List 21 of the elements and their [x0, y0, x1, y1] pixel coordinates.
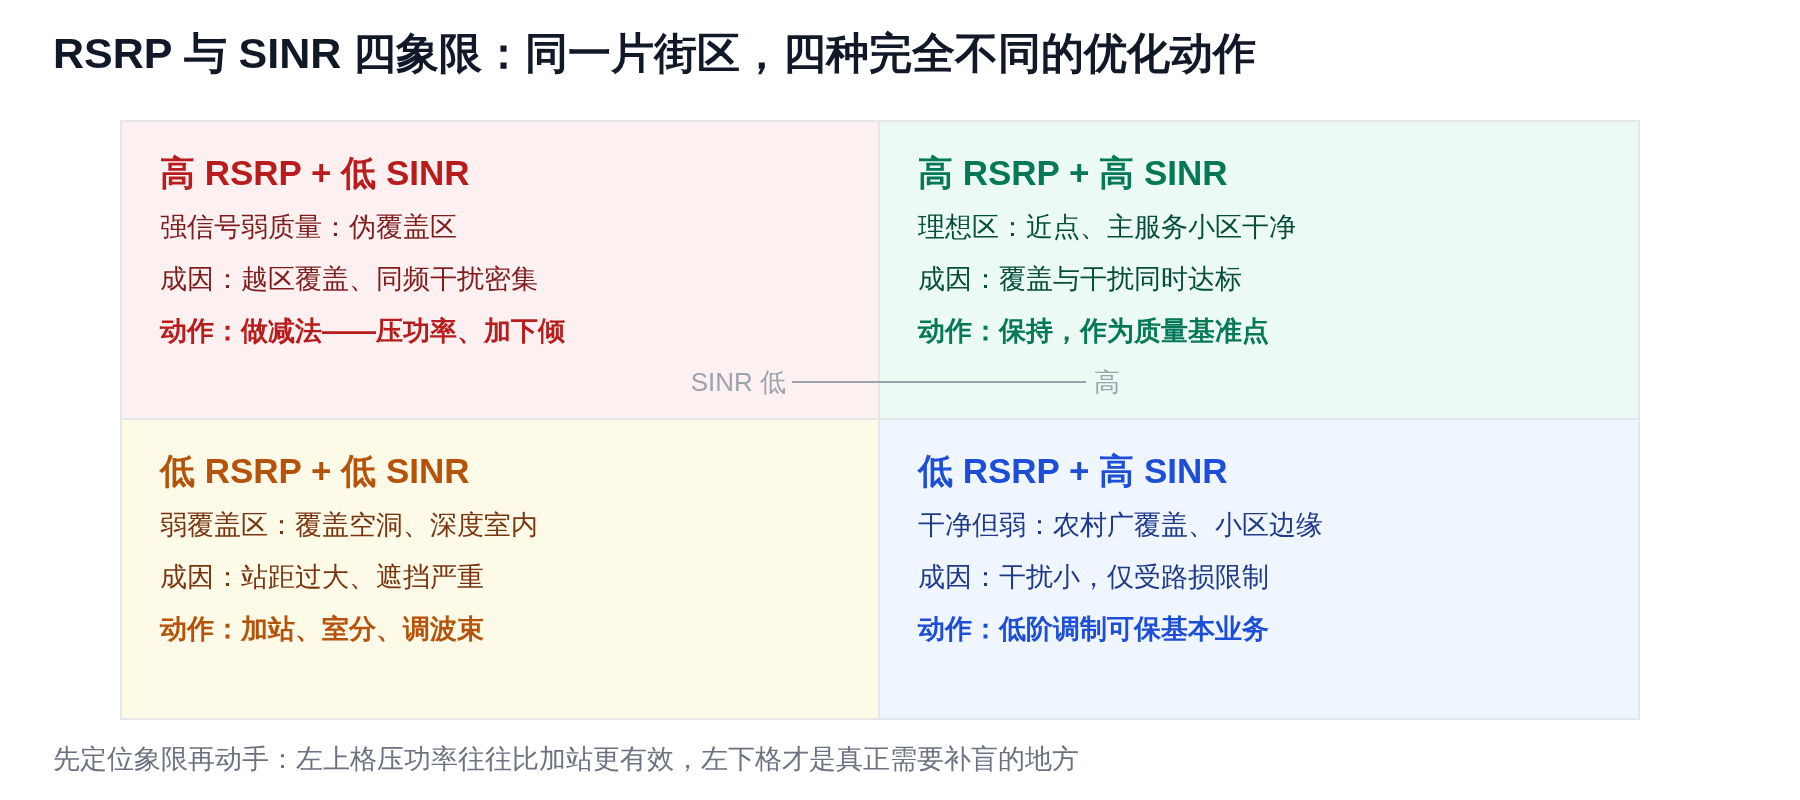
axis-label: 高 — [1094, 366, 1120, 398]
quadrant-panel — [878, 418, 1640, 720]
cause-text: 成因：越区覆盖、同频干扰密集 — [160, 263, 539, 296]
description-text: 理想区：近点、主服务小区干净 — [918, 211, 1297, 244]
action-text: 动作：低阶调制可保基本业务 — [918, 613, 1270, 646]
action-text: 动作：做减法——压功率、加下倾 — [160, 315, 566, 348]
cause-text: 成因：干扰小，仅受路损限制 — [918, 561, 1270, 594]
cause-text: 成因：覆盖与干扰同时达标 — [918, 263, 1243, 296]
quadrant-heading: 高 RSRP + 高 SINR — [918, 152, 1229, 194]
axis-label: SINR 低 — [690, 366, 786, 398]
description-text: 干净但弱：农村广覆盖、小区边缘 — [918, 509, 1324, 542]
diagram-title: RSRP 与 SINR 四象限：同一片街区，四种完全不同的优化动作 — [53, 28, 1257, 79]
description-text: 弱覆盖区：覆盖空洞、深度室内 — [160, 509, 539, 542]
caption-text: 先定位象限再动手：左上格压功率往往比加站更有效，左下格才是真正需要补盲的地方 — [53, 743, 1079, 776]
action-text: 动作：保持，作为质量基准点 — [918, 315, 1270, 348]
quadrant-heading: 高 RSRP + 低 SINR — [160, 152, 471, 194]
quadrant-heading: 低 RSRP + 低 SINR — [160, 450, 471, 492]
action-text: 动作：加站、室分、调波束 — [160, 613, 485, 646]
quadrant-heading: 低 RSRP + 高 SINR — [918, 450, 1229, 492]
description-text: 强信号弱质量：伪覆盖区 — [160, 211, 458, 244]
cause-text: 成因：站距过大、遮挡严重 — [160, 561, 485, 594]
